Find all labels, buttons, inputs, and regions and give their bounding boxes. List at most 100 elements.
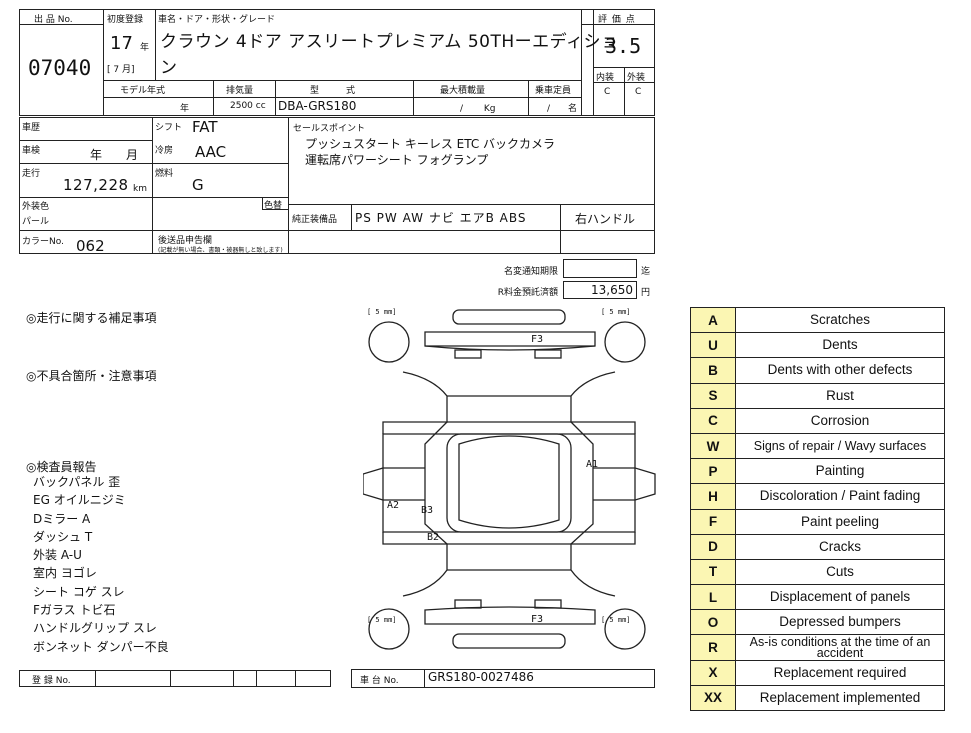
displacement-value: 2500 cc	[230, 101, 266, 111]
inspector-report-line: ダッシュ T	[33, 529, 93, 544]
legend-code: U	[690, 332, 736, 359]
evaluation-score: 3.5	[605, 34, 642, 58]
mileage-notes-heading: ◎走行に関する補足事項	[26, 311, 157, 325]
inspector-report-line: EG オイルニジミ	[33, 493, 126, 508]
legend-description: Dents with other defects	[735, 357, 945, 384]
legend-code: D	[690, 533, 736, 560]
name-change-unit: 迄	[641, 267, 651, 277]
model-type-label: 型 式	[310, 86, 356, 96]
legend-description: Dents	[735, 332, 945, 359]
exterior-label: 外装	[627, 73, 646, 83]
steering-value: 右ハンドル	[575, 212, 636, 226]
chassis-no-label: 車 台 No.	[360, 676, 399, 686]
damage-mark-b2: B2	[427, 532, 439, 543]
inspection-label: 車検	[22, 146, 41, 156]
legend-code: A	[690, 306, 736, 334]
mileage-unit: km	[133, 184, 147, 194]
legend-code: W	[690, 432, 736, 460]
recycle-fee-unit: 円	[641, 288, 651, 298]
header-block	[19, 9, 655, 116]
ac-value: AAC	[195, 143, 227, 161]
tire-front-left-icon	[368, 321, 410, 363]
tire-rear-left-icon	[368, 608, 410, 650]
inspector-report-heading: ◎検査員報告	[26, 460, 97, 474]
fuel-label: 燃料	[155, 169, 174, 179]
legend-description: Replacement implemented	[735, 684, 945, 712]
sales-points-label: セールスポイント	[293, 124, 366, 134]
damage-mark-a2: A2	[387, 500, 399, 511]
inspector-report-line: 室内 ヨゴレ	[33, 566, 97, 581]
legend-description: Painting	[735, 458, 945, 485]
damage-mark-f3-front: F3	[531, 334, 543, 345]
registration-no-box	[19, 670, 331, 687]
legend-code: XX	[690, 684, 736, 712]
legend-code: H	[690, 483, 736, 510]
sales-points-line-2: 運転席パワーシート フォグランプ	[305, 153, 489, 167]
color-value: パール	[22, 217, 50, 227]
shift-value: FAT	[192, 118, 218, 136]
lot-number: 07040	[28, 56, 92, 80]
color-label: 外装色	[22, 202, 50, 212]
legend-code: O	[690, 609, 736, 636]
tire-tread-front-right: [ 5 mm]	[601, 308, 631, 316]
history-label: 車歴	[22, 123, 41, 133]
interior-label: 内装	[596, 73, 615, 83]
legend-code: T	[690, 558, 736, 586]
car-name: クラウン 4ドア アスリートプレミアム 50THーエディショ	[160, 32, 619, 52]
max-load-label: 最大積載量	[440, 86, 486, 96]
equipment-value: PS PW AW ナビ エアB ABS	[355, 211, 527, 225]
legend-description: Replacement required	[735, 659, 945, 686]
legend-description: Cracks	[735, 533, 945, 560]
name-change-label: 名変通知期限	[503, 267, 558, 277]
legend-description: Corrosion	[735, 407, 945, 434]
legend-code: C	[690, 407, 736, 434]
legend-description: Displacement of panels	[735, 584, 945, 611]
inspection-value: 年 月	[90, 148, 139, 162]
legend-code: B	[690, 357, 736, 384]
registration-month: [ 7 月]	[107, 65, 135, 75]
inspector-report-line: Dミラー A	[33, 511, 91, 526]
after-docs-label: 後送品申告欄	[158, 236, 213, 246]
chassis-no-box	[351, 669, 655, 688]
tire-front-right-icon	[604, 321, 646, 363]
mileage-label: 走行	[22, 169, 41, 179]
tire-tread-rear-right: [ 5 mm]	[601, 616, 631, 624]
legend-code: L	[690, 584, 736, 611]
displacement-label: 排気量	[226, 86, 254, 96]
year-unit: 年	[140, 43, 150, 53]
max-load-value: / Kg	[460, 104, 496, 114]
damage-mark-a1: A1	[586, 459, 598, 470]
car-name-continued: ン	[160, 58, 177, 78]
legend-description: Scratches	[735, 306, 945, 334]
mileage-value: 127,228	[63, 176, 129, 194]
defects-heading: ◎不具合箇所・注意事項	[26, 369, 157, 383]
inspector-report-line: 外装 A-U	[33, 548, 82, 563]
name-change-deadline-box	[563, 259, 637, 278]
legend-code: X	[690, 659, 736, 686]
legend-code: P	[690, 458, 736, 485]
legend-code: F	[690, 508, 736, 535]
first-registration-label: 初度登録	[107, 15, 144, 25]
inspector-report-line: シート コゲ スレ	[33, 584, 125, 599]
equipment-label: 純正装備品	[292, 215, 338, 225]
color-change-label: 色替	[264, 201, 283, 211]
exterior-grade: C	[635, 87, 642, 97]
damage-mark-f3-rear: F3	[531, 614, 543, 625]
car-damage-diagram: [ 5 mm] [ 5 mm] [ 5 mm] [ 5 mm] F3 F3 A1…	[363, 308, 656, 650]
tire-rear-right-icon	[604, 608, 646, 650]
capacity-label: 乗車定員	[535, 86, 572, 96]
